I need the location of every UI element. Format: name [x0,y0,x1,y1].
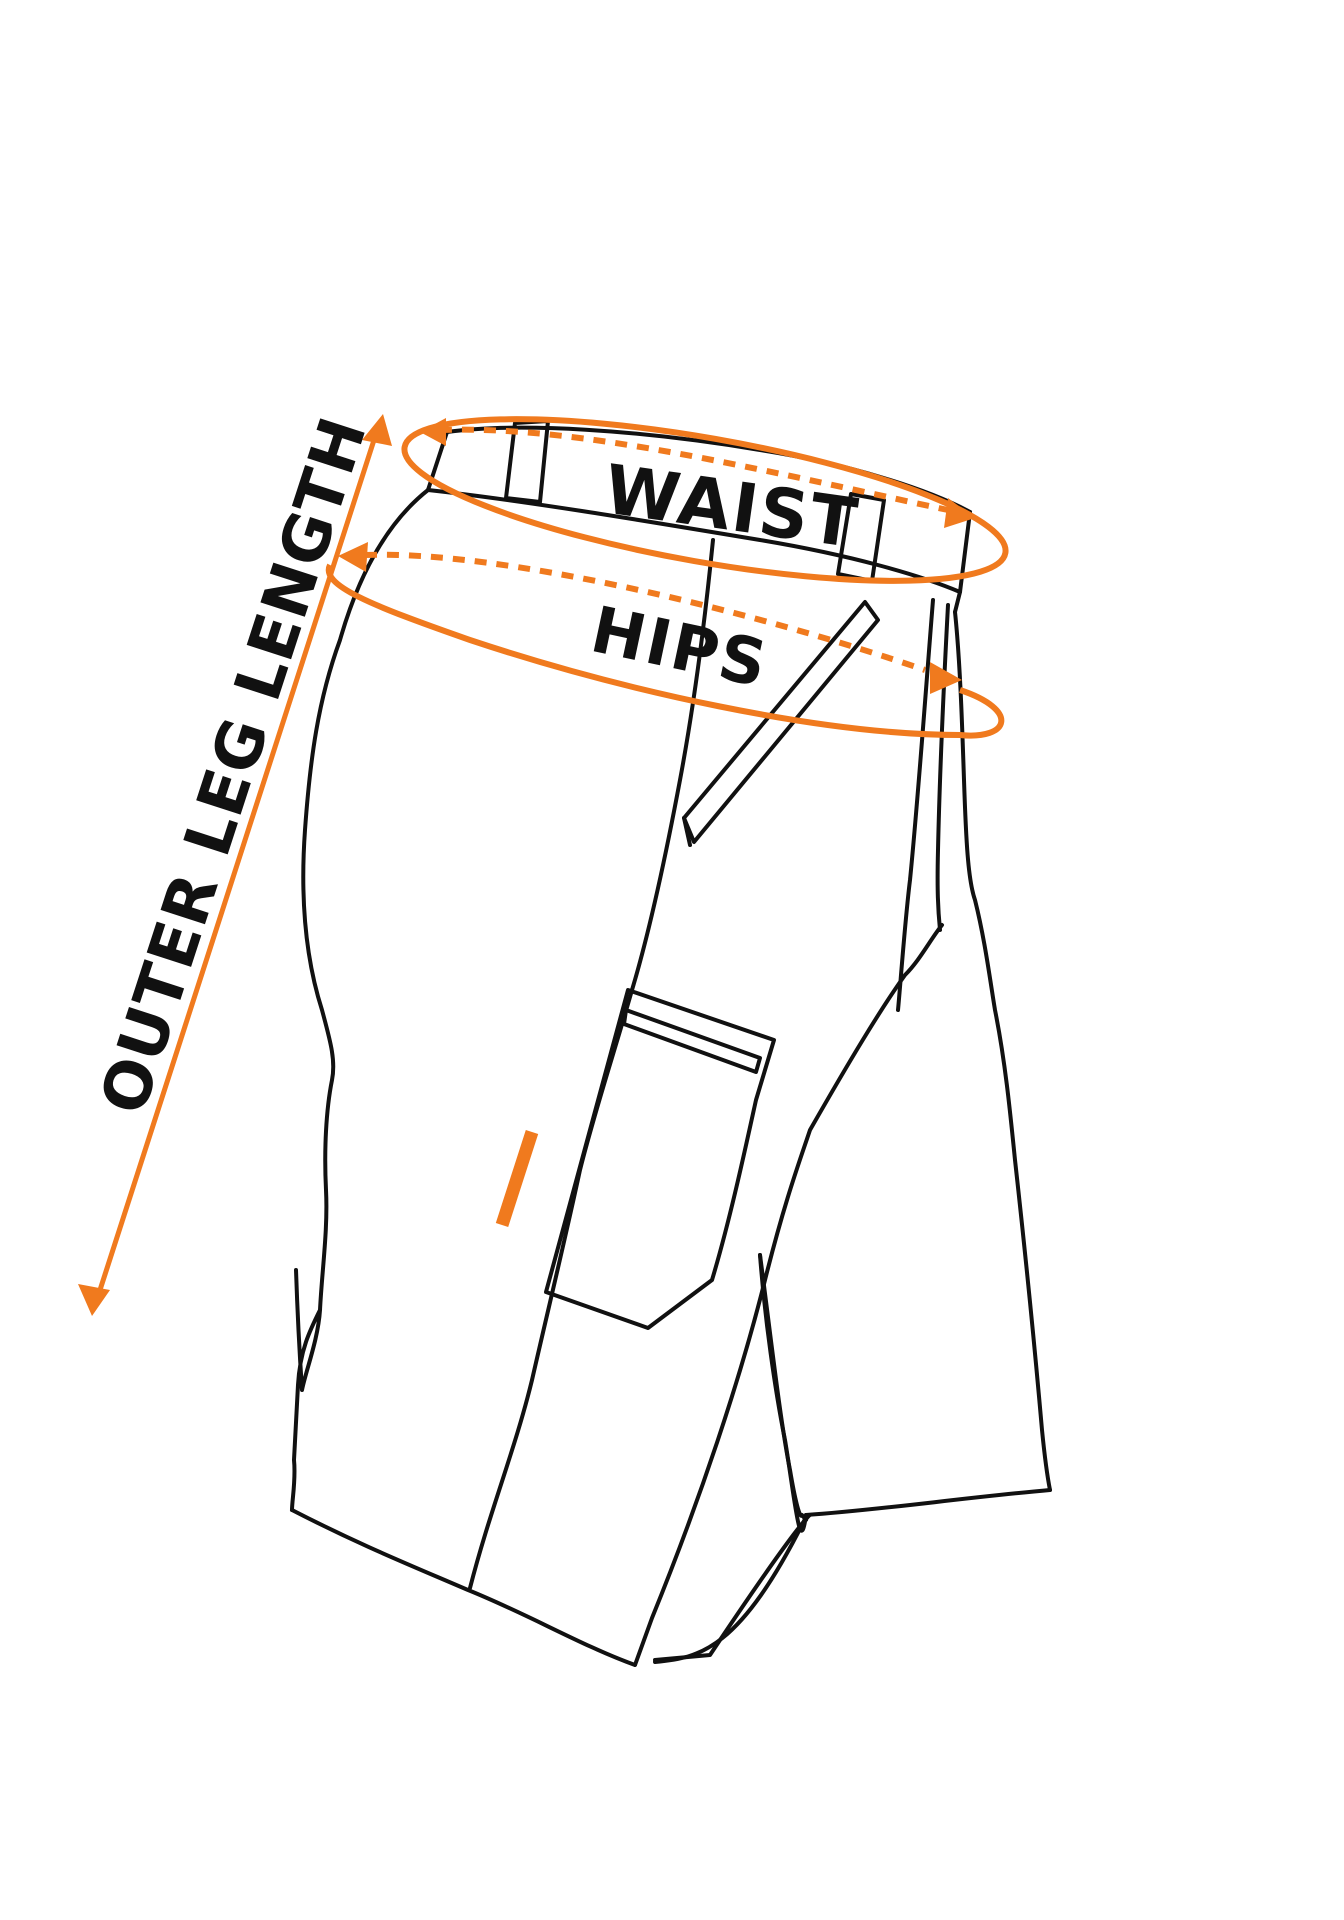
cargo-pocket-zip [622,1008,762,1074]
back-side-seam-inner [935,603,950,932]
waist-arrow-right [944,498,975,528]
waist-arrow-left [420,418,446,446]
shorts-outline [290,419,1052,1667]
left-leg-hem [290,1508,637,1667]
back-side-seam [896,598,935,1012]
outer-left-silhouette [290,488,430,1512]
orange-tag [495,1130,539,1227]
hips-dotted-line [364,551,926,673]
hips-label: HIPS [585,593,775,702]
outer-right-silhouette [953,610,1052,1492]
front-slant-pocket [682,600,880,844]
waistband-right-end [953,510,972,614]
outer-leg-measurement [78,414,392,1316]
front-center-seam [630,538,715,992]
right-leg-hem-line [653,1515,808,1664]
waist-label: WAIST [600,451,864,565]
waist-ellipse [401,416,1009,584]
outer-leg-length-label: OUTER LEG LENGTH [87,408,382,1123]
hips-arrow-right [930,662,962,694]
hips-measurement [325,542,1005,739]
waist-measurement [401,416,1009,584]
front-slant-pocket-tip [682,816,692,847]
hips-ellipse-curve [325,563,1005,739]
right-inner-leg-lower [758,1253,808,1522]
hips-arrow-left [338,542,368,572]
outer-leg-line [97,439,377,1291]
right-leg-hem [653,1488,1052,1662]
inner-crotch-edge [633,923,944,1667]
cargo-pocket [544,988,776,1330]
outer-leg-arrow-top [362,414,392,446]
front-side-seam [468,988,634,1590]
outer-leg-arrow-bottom [78,1284,110,1316]
